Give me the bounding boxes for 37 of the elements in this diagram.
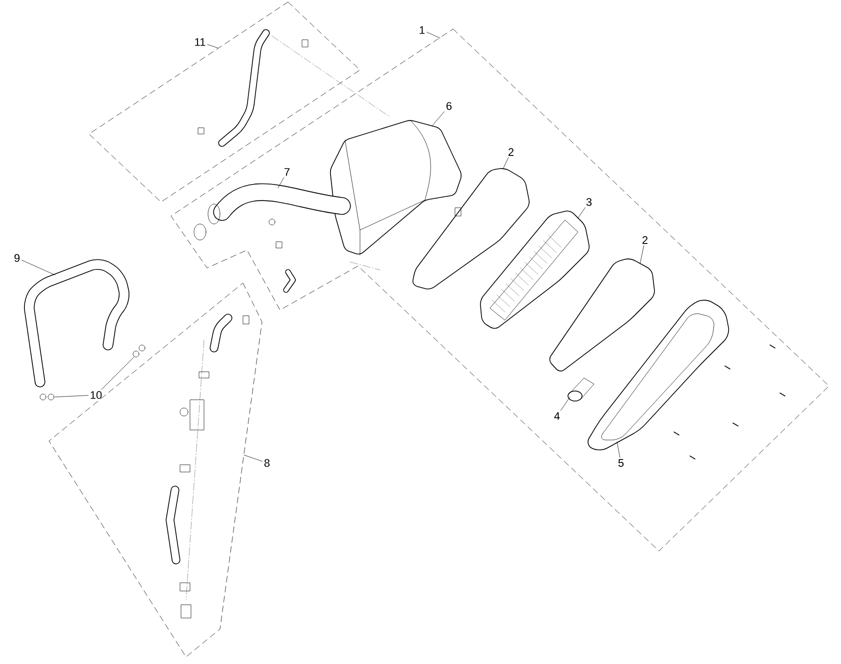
callout-number: 1 xyxy=(420,26,425,34)
leader-line xyxy=(578,207,586,218)
filter-element-drawing xyxy=(480,210,590,329)
group-outline xyxy=(88,2,360,202)
callout-number: 4 xyxy=(554,412,560,420)
callout-number: 3 xyxy=(586,198,592,206)
callout-number: 2 xyxy=(508,148,514,156)
leader-line xyxy=(54,395,88,398)
callout-number: 8 xyxy=(264,459,270,467)
leader-line xyxy=(22,260,56,276)
leader-line xyxy=(101,356,134,390)
leader-line xyxy=(560,396,570,411)
callout-number: 11 xyxy=(195,38,206,46)
air-box-drawing xyxy=(330,120,462,256)
callout-number: 9 xyxy=(14,254,20,262)
leader-line xyxy=(278,177,284,188)
group-outline xyxy=(48,282,262,658)
callout-number: 2 xyxy=(642,236,648,244)
leader-line xyxy=(432,111,444,126)
leader-line xyxy=(640,245,644,264)
leader-line xyxy=(502,157,509,170)
callout-number: 7 xyxy=(284,168,290,176)
gasket-drawing xyxy=(412,168,530,290)
leader-line xyxy=(616,442,620,458)
leader-line xyxy=(426,32,440,38)
gasket-drawing xyxy=(549,258,655,372)
hose-clip-drawing xyxy=(132,344,146,358)
cover-drawing xyxy=(588,300,730,450)
callout-number: 5 xyxy=(618,459,624,467)
hose-clip-drawing xyxy=(40,394,54,400)
callout-number: 10 xyxy=(90,391,102,399)
leader-line xyxy=(244,454,262,462)
callout-number: 6 xyxy=(446,102,452,110)
hose-drawing xyxy=(24,259,130,388)
intake-tube-drawing xyxy=(194,183,351,240)
leader-line xyxy=(207,44,218,48)
plug-drawing xyxy=(568,378,594,402)
